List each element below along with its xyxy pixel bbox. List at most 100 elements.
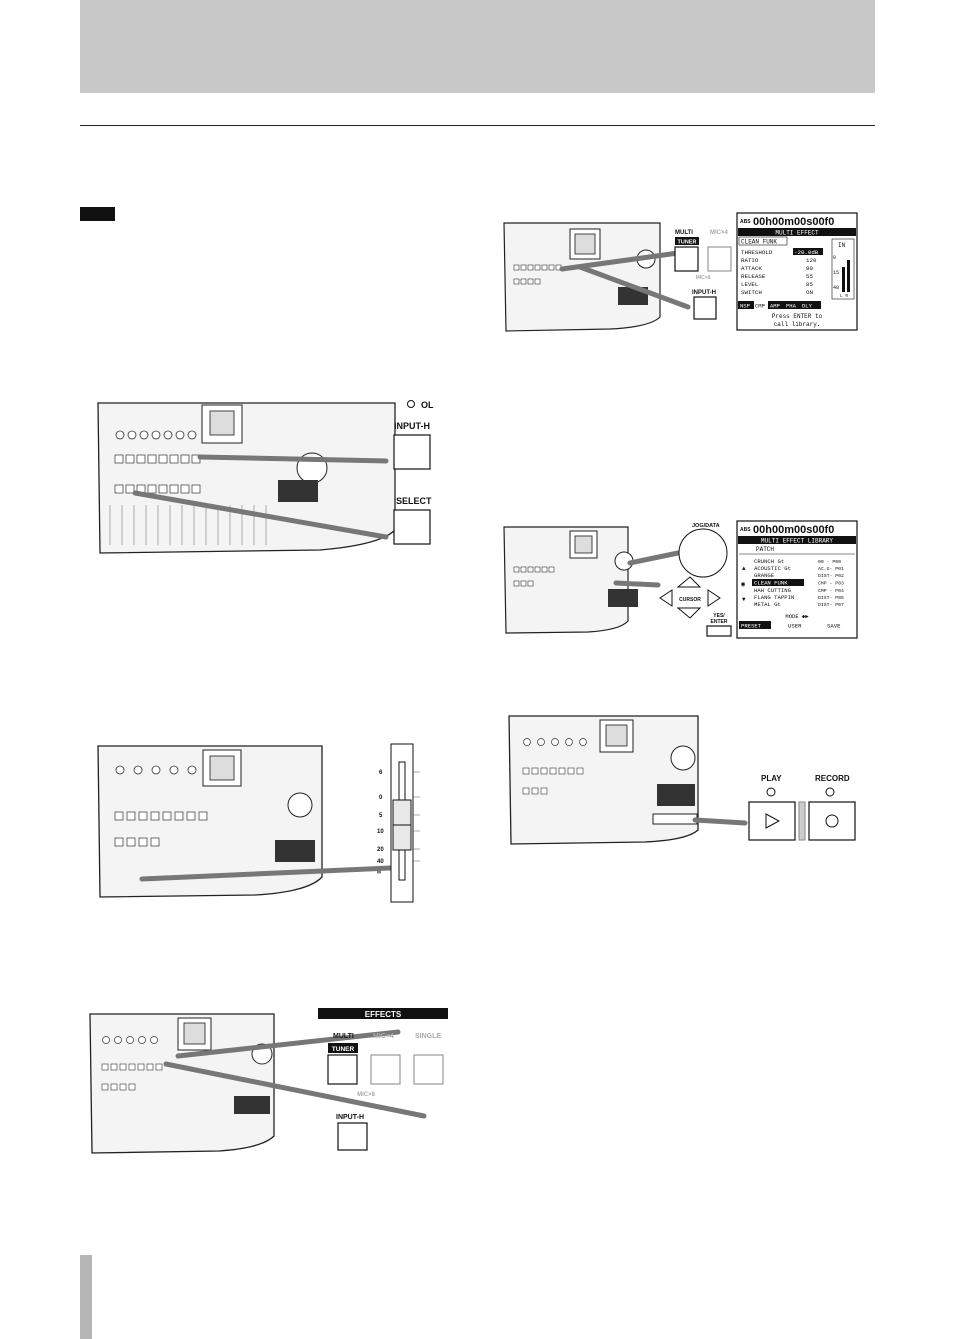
lcd-tab-amp[interactable]: AMP <box>770 303 780 310</box>
lib-item-code: DIST- P02 <box>818 573 844 579</box>
param-release-name: RELEASE <box>741 273 766 280</box>
param-threshold-name: THRESHOLD <box>741 249 773 256</box>
param-ratio-value: 120 <box>806 257 817 264</box>
param-level-value: 85 <box>806 281 813 288</box>
figure-effects: EFFECTS MULTI MIC×4 SINGLE TUNER MIC×8 I… <box>84 1006 449 1156</box>
select-label: SELECT <box>396 496 432 506</box>
recorder-illustration-fader <box>97 745 393 898</box>
effects-label: EFFECTS <box>365 1010 402 1019</box>
cursor-up-button[interactable] <box>676 576 702 588</box>
lcd-tab-dly[interactable]: DLY <box>802 303 813 310</box>
param-switch-value: ON <box>806 289 813 296</box>
input-h-label-lcd-fig: INPUT-H <box>692 290 716 296</box>
lcd-tab-pha[interactable]: PHA <box>786 303 797 310</box>
mic-x4-button-lcd-fig[interactable] <box>707 246 732 272</box>
play-button[interactable] <box>748 801 796 841</box>
lib-scroll-up-icon[interactable]: ▲ <box>742 565 746 572</box>
mic-x4-button[interactable] <box>370 1054 401 1085</box>
mic-x4-label: MIC×4 <box>373 1033 394 1040</box>
header-band <box>80 0 875 93</box>
lcd-abs-label: ABS <box>740 219 751 225</box>
input-h-button-lcd-fig[interactable] <box>693 296 717 320</box>
cursor-label: CURSOR <box>679 597 701 603</box>
mic-x4-label-lcd-fig: MIC×4 <box>710 230 729 236</box>
tuner-tag <box>328 1043 358 1053</box>
lib-mode-preset[interactable]: PRESET <box>741 623 762 630</box>
param-level-name: LEVEL <box>741 281 759 288</box>
figure-multi-effect: MULTI MIC×4 TUNER MIC×8 INPUT-H ABS 00h0… <box>500 207 860 332</box>
lcd-multi-effect: ABS 00h00m00s00f0 MULTI EFFECT CLEAN FUN… <box>736 212 858 331</box>
ol-led-icon <box>407 400 415 408</box>
tuner-label-lcd-fig: TUNER <box>678 240 697 246</box>
multi-button[interactable] <box>327 1054 358 1085</box>
lib-jog-icon: ◉ <box>741 581 745 589</box>
lib-item-code: CMP - P04 <box>818 588 844 594</box>
input-h-button-effects[interactable] <box>337 1122 368 1151</box>
lcd-meter-0: 0 <box>833 255 836 261</box>
lcd-meter-lr: L R <box>840 293 848 299</box>
single-label: SINGLE <box>415 1033 441 1040</box>
lcd-meter-48: 48 <box>833 285 839 291</box>
lib-item-code: DIST- P07 <box>818 602 844 608</box>
recorder-illustration-effects <box>89 1013 427 1154</box>
single-button[interactable] <box>413 1054 444 1085</box>
lib-item-name[interactable]: CRUNCH Gt <box>754 558 784 565</box>
recorder-illustration-multi: MULTI MIC×4 TUNER MIC×8 INPUT-H <box>503 222 732 332</box>
figure-input-select: OL INPUT-H SELECT <box>90 395 440 560</box>
multi-label: MULTI <box>333 1033 354 1040</box>
lcd-footer-line1: Press ENTER to <box>772 313 823 320</box>
input-h-button[interactable] <box>393 434 431 470</box>
lib-item-name-selected[interactable]: CLEAN FUNK <box>754 580 788 587</box>
play-label: PLAY <box>761 774 782 783</box>
lib-item-code: AC.G- P01 <box>818 566 844 572</box>
fader-strip: 6 0 5 10 20 40 ∞ <box>377 743 420 903</box>
cursor-down-button[interactable] <box>676 607 702 619</box>
lcd-footer-line2: call library. <box>774 321 821 328</box>
input-h-label-effects: INPUT-H <box>336 1114 364 1121</box>
lcd-tab-cmp[interactable]: CMP <box>755 303 765 310</box>
lib-abs-label: ABS <box>740 527 751 533</box>
lib-title: MULTI EFFECT LIBRARY <box>761 538 833 545</box>
figure-play-record: PLAY RECORD <box>505 712 865 847</box>
multi-button-lcd-fig[interactable] <box>674 246 699 272</box>
lcd-meter-15: 15 <box>833 270 839 276</box>
cursor-right-button[interactable] <box>707 589 721 607</box>
lcd-in-label: IN <box>838 242 846 249</box>
jog-data-label: JOG/DATA <box>692 523 720 529</box>
mic-x8-label: MIC×8 <box>357 1092 376 1098</box>
param-switch-name: SWITCH <box>741 289 762 296</box>
effects-header <box>318 1008 448 1019</box>
recorder-illustration-play: PLAY RECORD <box>508 715 856 845</box>
note-tag <box>80 207 115 221</box>
play-led-icon <box>766 787 776 797</box>
jog-dial[interactable] <box>678 528 728 578</box>
mic-x8-label-lcd-fig: MIC×8 <box>696 275 711 281</box>
recorder-illustration <box>97 402 396 554</box>
fader-scale-5: 5 <box>379 813 383 819</box>
lib-scroll-down-icon[interactable]: ▼ <box>742 596 746 603</box>
record-label: RECORD <box>815 774 850 783</box>
lcd-tab-nsp[interactable]: NSP <box>740 303 750 310</box>
param-release-value: 55 <box>806 273 813 280</box>
param-threshold-value[interactable]: -20.0dB <box>794 249 819 256</box>
lib-item-name[interactable]: GRANGE <box>754 572 775 579</box>
lib-item-name[interactable]: ACOUSTIC Gt <box>754 565 791 572</box>
fader-scale-0: 0 <box>379 795 383 801</box>
ol-label: OL <box>421 400 434 410</box>
lcd-patch: CLEAN FUNK <box>741 239 777 246</box>
figure-fader: 6 0 5 10 20 40 ∞ <box>90 742 430 903</box>
lib-item-name[interactable]: FLANG TAPPIN <box>754 594 794 601</box>
lib-item-name[interactable]: METAL Gt <box>754 601 781 608</box>
param-attack-value: 90 <box>806 265 813 272</box>
yes-enter-button[interactable] <box>706 625 732 637</box>
yes-enter-label-2: ENTER <box>711 619 728 625</box>
cursor-left-button[interactable] <box>659 589 673 607</box>
lib-mode-save[interactable]: SAVE <box>827 623 841 630</box>
select-button[interactable] <box>393 509 431 545</box>
fader-scale-10: 10 <box>377 829 384 835</box>
lib-mode-user[interactable]: USER <box>788 623 802 630</box>
lib-mode-label: MODE ◆▶ <box>785 613 809 620</box>
lib-item-code: 00 - P00 <box>818 559 841 565</box>
lib-item-name[interactable]: HAH CUTTING <box>754 587 792 594</box>
figure-library: JOG/DATA CURSOR YES/ ENTER ABS 00h00m00s… <box>500 515 860 640</box>
